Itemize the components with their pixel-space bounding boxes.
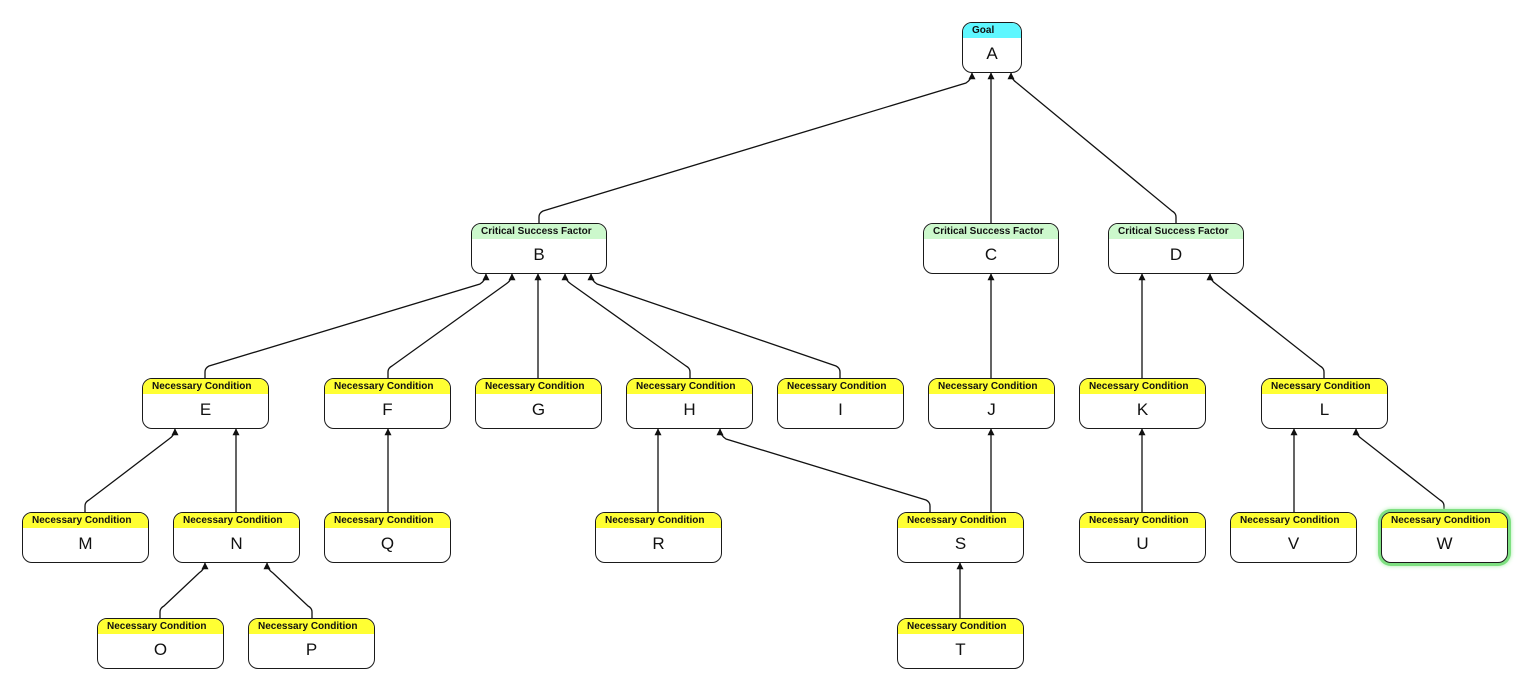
node-type-label: Necessary Condition (143, 379, 268, 394)
node-type-label: Goal (963, 23, 1021, 38)
node-type-label: Necessary Condition (249, 619, 374, 634)
node-label: D (1169, 245, 1183, 264)
node-type-label: Necessary Condition (1080, 513, 1205, 528)
node-label: Q (380, 534, 395, 553)
node-label: J (987, 400, 996, 419)
node-type-label: Necessary Condition (98, 619, 223, 634)
node-type-label: Necessary Condition (174, 513, 299, 528)
node-label: I (838, 400, 843, 419)
node-label: T (955, 640, 966, 659)
edge-p-to-n[interactable] (263, 562, 313, 618)
node-label: S (954, 534, 967, 553)
edge-f-to-b[interactable] (387, 273, 516, 378)
edge-h-to-b[interactable] (561, 273, 691, 378)
node-type-label: Necessary Condition (23, 513, 148, 528)
node-type-label: Necessary Condition (596, 513, 721, 528)
node-type-label: Necessary Condition (898, 513, 1023, 528)
node-type-label: Necessary Condition (778, 379, 903, 394)
node-type-label: Necessary Condition (1262, 379, 1387, 394)
node-label: L (1319, 400, 1330, 419)
node-type-label: Necessary Condition (898, 619, 1023, 634)
edge-s-to-h[interactable] (716, 428, 931, 512)
edge-o-to-n[interactable] (159, 562, 209, 618)
node-label: G (531, 400, 546, 419)
node-label: U (1136, 534, 1149, 553)
node-type-label: Necessary Condition (476, 379, 601, 394)
node-label: W (1436, 534, 1453, 553)
node-type-label: Critical Success Factor (924, 224, 1058, 239)
node-label: N (230, 534, 243, 553)
node-type-label: Necessary Condition (1231, 513, 1356, 528)
node-type-label: Necessary Condition (325, 513, 450, 528)
node-label: F (382, 400, 393, 419)
node-label: E (199, 400, 212, 419)
node-type-label: Critical Success Factor (1109, 224, 1243, 239)
node-type-label: Necessary Condition (627, 379, 752, 394)
node-label: R (652, 534, 665, 553)
edge-i-to-b[interactable] (587, 273, 841, 378)
edge-m-to-e[interactable] (84, 428, 179, 512)
node-label: M (78, 534, 93, 553)
edge-d-to-a[interactable] (1007, 72, 1177, 223)
node-label: C (984, 245, 998, 264)
node-type-label: Necessary Condition (1382, 513, 1507, 528)
edge-b-to-a[interactable] (538, 72, 976, 223)
node-label: A (986, 44, 998, 63)
edge-w-to-l[interactable] (1352, 428, 1445, 512)
node-type-label: Necessary Condition (325, 379, 450, 394)
node-label: V (1287, 534, 1300, 553)
node-type-label: Necessary Condition (929, 379, 1054, 394)
node-label: O (153, 640, 168, 659)
edge-l-to-d[interactable] (1206, 273, 1325, 378)
node-type-label: Necessary Condition (1080, 379, 1205, 394)
node-label: B (533, 245, 545, 264)
node-label: K (1136, 400, 1149, 419)
node-label: H (683, 400, 696, 419)
edge-e-to-b[interactable] (204, 273, 490, 378)
node-label: P (305, 640, 318, 659)
node-type-label: Critical Success Factor (472, 224, 606, 239)
